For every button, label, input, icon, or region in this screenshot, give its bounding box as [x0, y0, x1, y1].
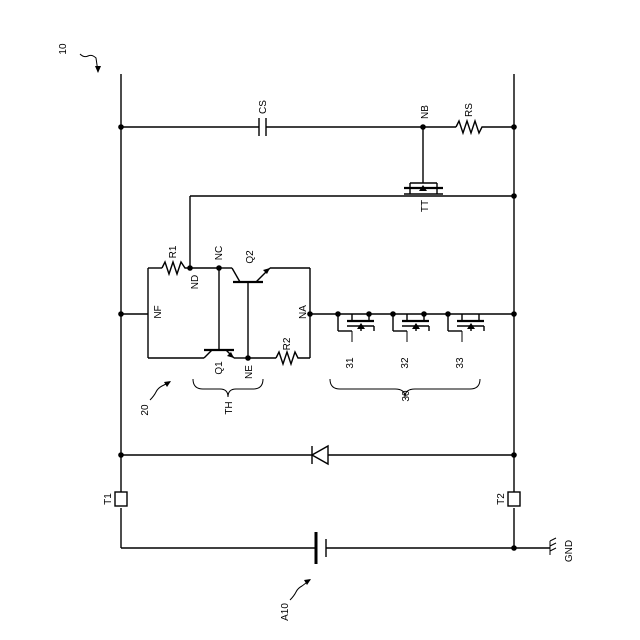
leader-10 [80, 54, 98, 72]
ground-symbol [514, 538, 556, 555]
label-th: TH [224, 401, 235, 414]
label-na: NA [298, 305, 309, 319]
resistor-rs [456, 121, 514, 133]
label-ref-10: 10 [58, 43, 69, 55]
terminal-t1 [115, 492, 127, 506]
label-rs: RS [464, 103, 475, 117]
node-group-right [511, 311, 517, 317]
label-nc: NC [214, 246, 225, 260]
label-nb: NB [420, 105, 431, 119]
label-r2: R2 [282, 337, 293, 350]
node-diode-left [118, 452, 124, 458]
label-t1: T1 [103, 493, 114, 505]
label-cs: CS [258, 100, 269, 114]
label-t2: T2 [496, 493, 507, 505]
label-gnd: GND [564, 540, 575, 562]
label-ne: NE [244, 365, 255, 379]
label-ref-a10: A10 [280, 603, 291, 621]
label-30: 30 [401, 390, 412, 402]
node-ne [245, 355, 251, 361]
label-q1: Q1 [214, 361, 225, 375]
terminal-t2 [508, 492, 520, 506]
capacitor-cs [121, 118, 456, 136]
node-31-right [366, 311, 372, 317]
node-32-right [421, 311, 427, 317]
node-nd [187, 265, 193, 271]
transistor-tt [190, 127, 514, 268]
node-rs-right [511, 124, 517, 130]
node-tt-right [511, 193, 517, 199]
node-cs-left [118, 124, 124, 130]
label-33: 33 [455, 357, 466, 369]
transistor-q2 [232, 268, 270, 282]
label-32: 32 [400, 357, 411, 369]
label-q2: Q2 [245, 250, 256, 264]
label-nd: ND [190, 275, 201, 289]
label-31: 31 [345, 357, 356, 369]
label-r1: R1 [168, 245, 179, 258]
label-nf: NF [153, 305, 164, 318]
diode-symbol [312, 446, 328, 464]
brace-th [193, 379, 263, 397]
diode-branch [121, 446, 514, 464]
label-tt: TT [420, 200, 431, 212]
resistor-r1 [148, 262, 219, 274]
label-ref-20: 20 [140, 404, 151, 416]
node-nf [118, 311, 124, 317]
battery-a10 [121, 532, 514, 564]
node-diode-right [511, 452, 517, 458]
leader-10-arrowhead [95, 66, 101, 73]
transistor-q1 [204, 350, 234, 358]
